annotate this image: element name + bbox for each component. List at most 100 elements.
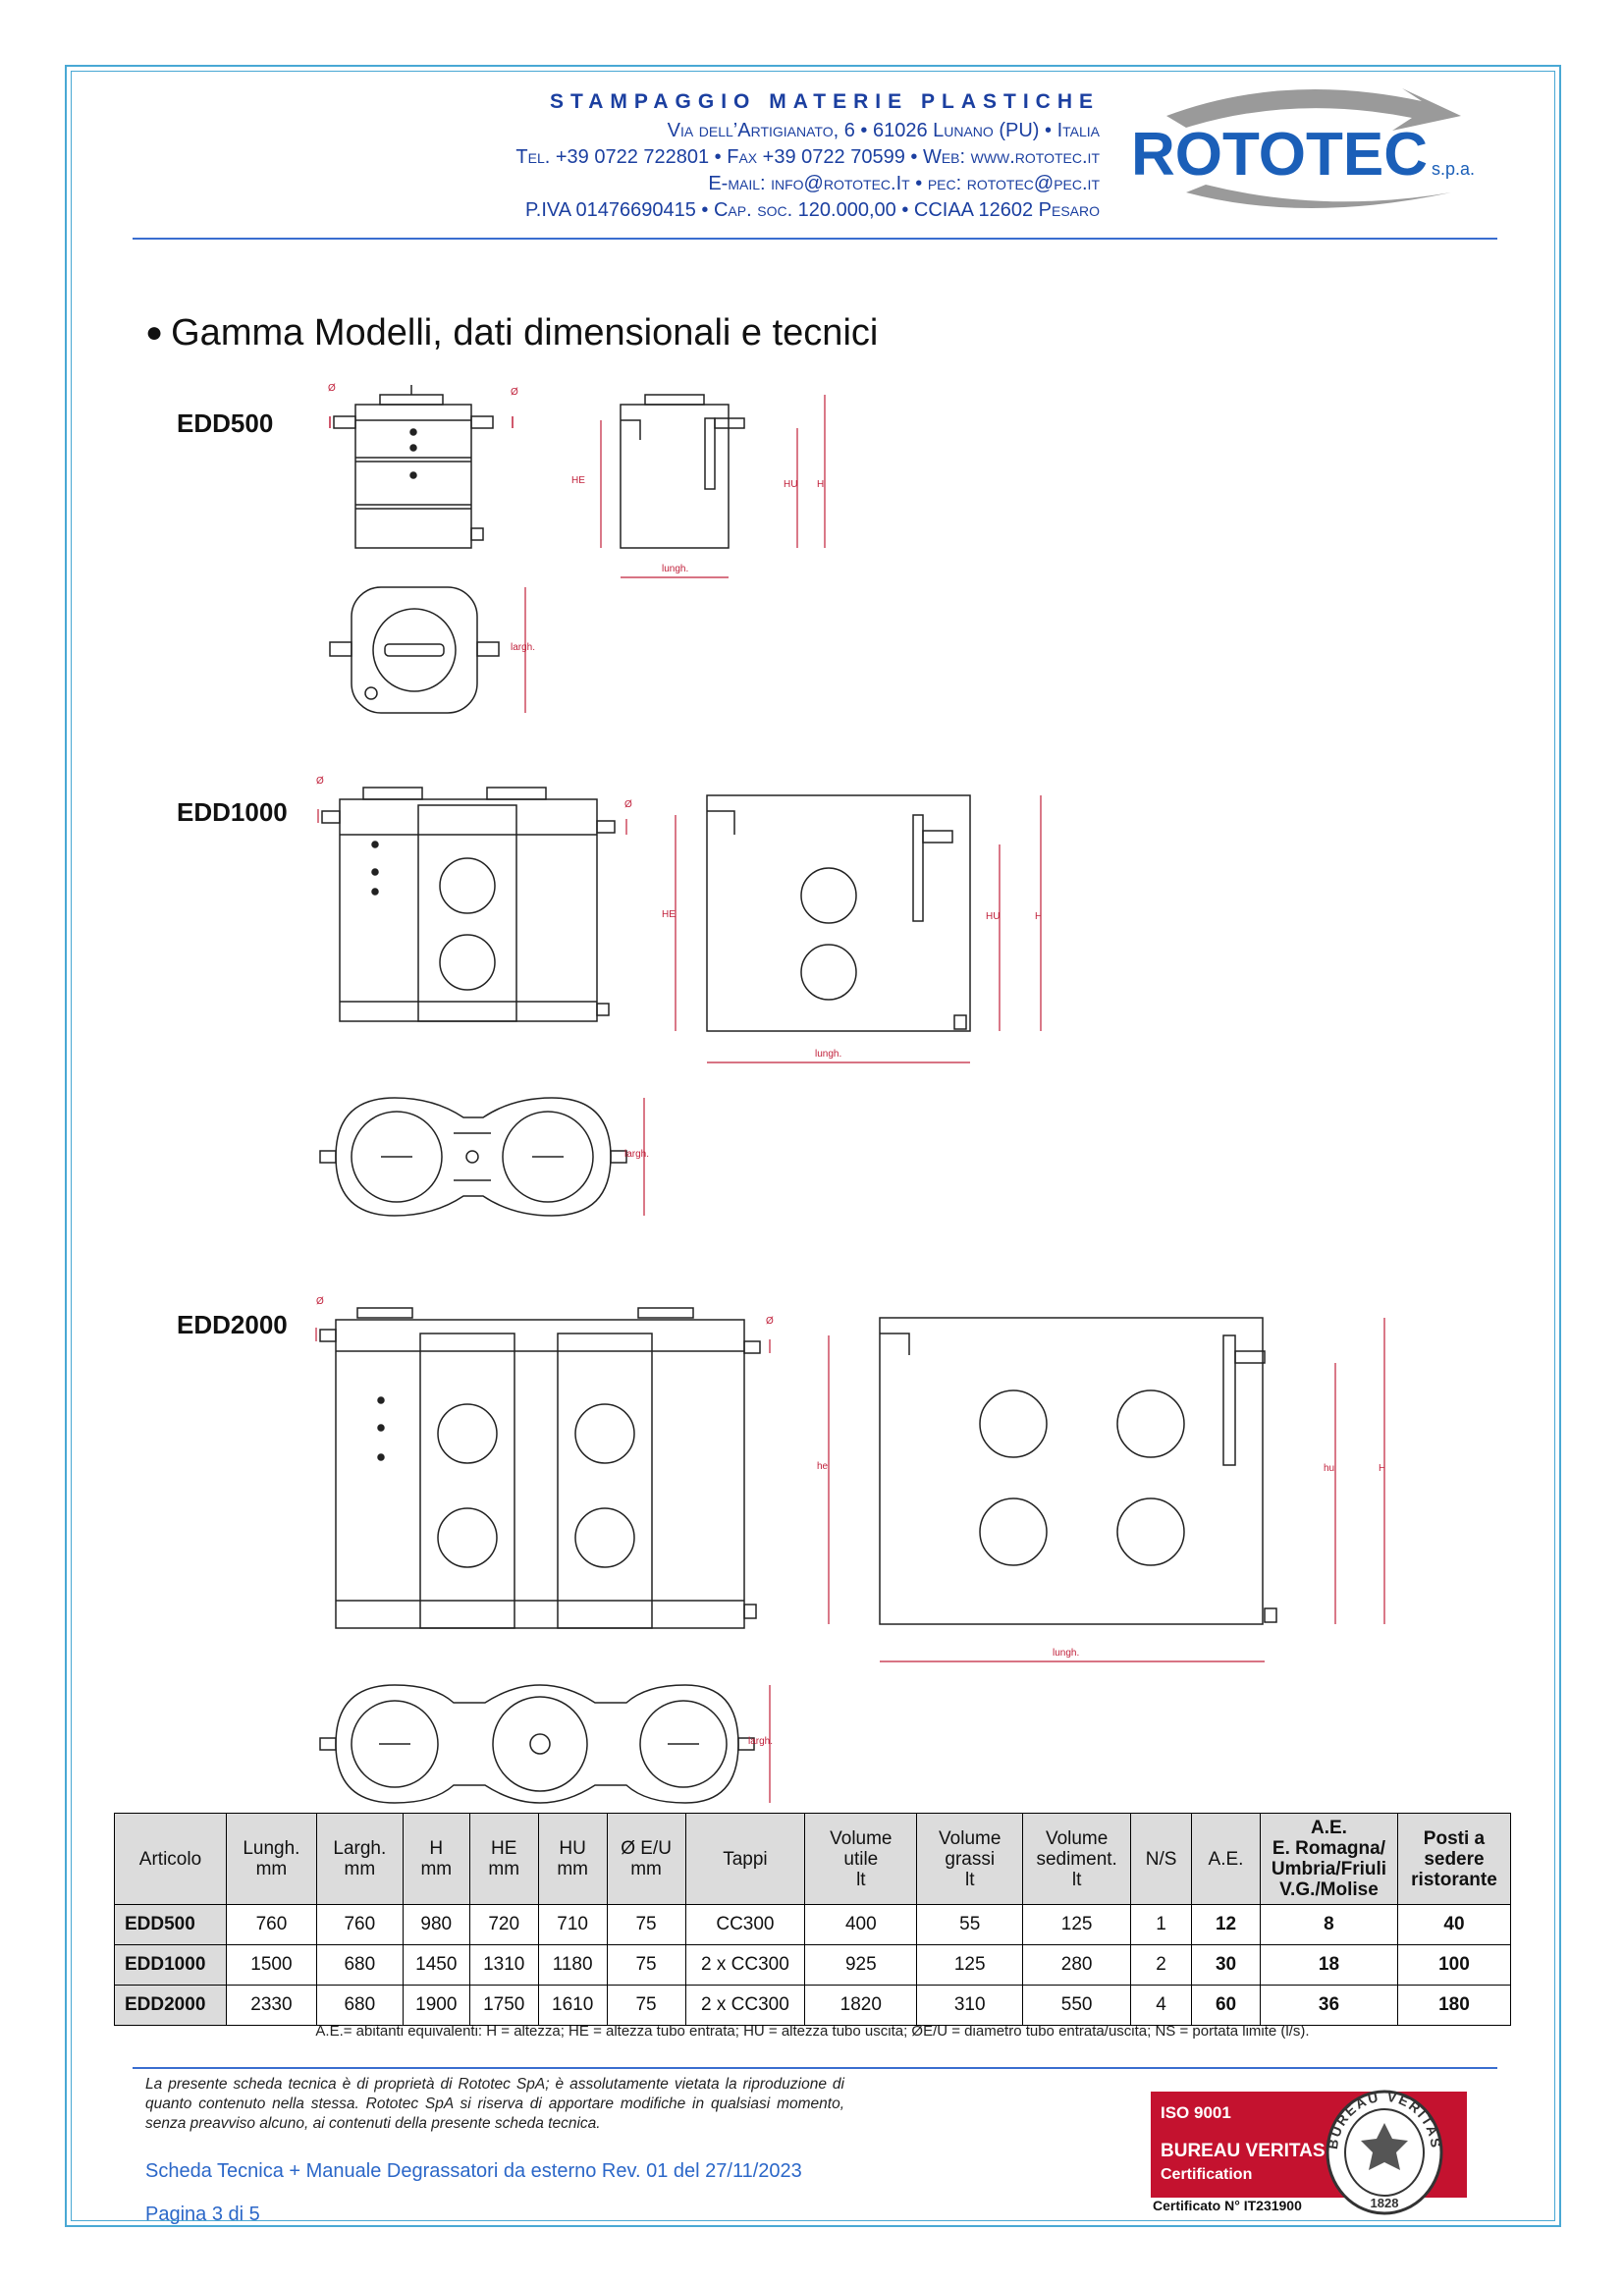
cell-he: 1310 [468, 1944, 539, 1986]
edd1000-phi-right-label: Ø [624, 799, 632, 810]
cell-posti-sedere: 180 [1396, 1985, 1512, 2026]
cell-lungh: 1500 [225, 1944, 317, 1986]
cell-posti-sedere: 40 [1396, 1904, 1512, 1945]
cell-ae: 12 [1191, 1904, 1261, 1945]
cell-ns: 1 [1130, 1904, 1193, 1945]
company-tagline: STAMPAGGIO MATERIE PLASTICHE [549, 90, 1100, 113]
company-header: STAMPAGGIO MATERIE PLASTICHE Via dell’Ar… [295, 90, 1100, 224]
cell-volume-utile: 925 [804, 1944, 918, 1986]
bureau-veritas-seal-icon: BUREAU VERITAS 1828 [1316, 2080, 1453, 2222]
edd2000-phi-right-label: Ø [766, 1316, 774, 1327]
edd2000-phi-left-label: Ø [316, 1296, 324, 1307]
company-contacts: Tel. +39 0722 722801 • Fax +39 0722 7059… [515, 146, 1100, 168]
header-divider [133, 238, 1497, 240]
cell-h: 980 [402, 1904, 470, 1945]
edd500-he-label: HE [571, 475, 585, 486]
edd500-h-label: H [817, 479, 825, 490]
cell-largh: 680 [315, 1985, 404, 2026]
page-number: Pagina 3 di 5 [145, 2204, 260, 2225]
cell-posti-sedere: 100 [1396, 1944, 1512, 1986]
cell-largh: 760 [315, 1904, 404, 1945]
cell-diameter: 75 [606, 1944, 686, 1986]
edd2000-h-label: H [1379, 1463, 1386, 1474]
cell-volume-sediment: 280 [1022, 1944, 1132, 1986]
cell-ns: 4 [1130, 1985, 1193, 2026]
edd2000-top-view: largh. [316, 1675, 787, 1813]
cell-tappi: 2 x CC300 [684, 1985, 806, 2026]
section-title: ●Gamma Modelli, dati dimensionali e tecn… [145, 312, 878, 354]
cell-articolo: EDD500 [114, 1904, 227, 1945]
header-ns: N/S [1130, 1813, 1193, 1905]
cell-he: 720 [468, 1904, 539, 1945]
edd500-phi-right-label: Ø [511, 387, 518, 398]
edd1000-lungh-label: lungh. [815, 1049, 842, 1060]
edd500-largh-label: largh. [511, 642, 536, 653]
document-reference: Scheda Tecnica + Manuale Degrassatori da… [145, 2160, 802, 2182]
cell-diameter: 75 [606, 1904, 686, 1945]
cell-h: 1450 [402, 1944, 470, 1986]
model-label-edd500: EDD500 [177, 408, 274, 438]
edd2000-side-view: he hu H lungh. [811, 1296, 1400, 1679]
table-row: EDD1000 1500 680 1450 1310 1180 75 2 x C… [114, 1944, 1512, 1986]
edd500-phi-left-label: Ø [328, 383, 336, 394]
cell-largh: 680 [315, 1944, 404, 1986]
header-largh: Largh.mm [315, 1813, 404, 1905]
cell-hu: 1610 [537, 1985, 608, 2026]
cell-ae-regional: 8 [1259, 1904, 1398, 1945]
cell-he: 1750 [468, 1985, 539, 2026]
certification-badge: ISO 9001 BUREAU VERITAS Certification BU… [1151, 2089, 1475, 2217]
table-row: EDD500 760 760 980 720 710 75 CC300 400 … [114, 1904, 1512, 1945]
page-frame-inner [71, 71, 1555, 2221]
edd1000-h-label: H [1035, 911, 1043, 922]
header-tappi: Tappi [684, 1813, 806, 1905]
header-articolo: Articolo [114, 1813, 227, 1905]
edd2000-largh-label: largh. [748, 1736, 774, 1747]
company-address: Via dell’Artigianato, 6 • 61026 Lunano (… [667, 120, 1100, 141]
company-info: P.IVA 01476690415 • Cap. soc. 120.000,00… [525, 199, 1100, 221]
edd2000-lungh-label: lungh. [1053, 1648, 1080, 1659]
section-title-text: Gamma Modelli, dati dimensionali e tecni… [171, 312, 879, 354]
header-ae: A.E. [1191, 1813, 1261, 1905]
edd500-lungh-label: lungh. [662, 564, 689, 574]
cell-ae-regional: 36 [1259, 1985, 1398, 2026]
model-label-edd1000: EDD1000 [177, 797, 288, 827]
model-label-edd2000: EDD2000 [177, 1310, 288, 1339]
edd2000-hu-label: hu [1324, 1463, 1335, 1474]
edd1000-side-view: HE HU H lungh. [656, 786, 1068, 1080]
logo-suffix: s.p.a. [1432, 159, 1475, 179]
cell-ns: 2 [1130, 1944, 1193, 1986]
cell-lungh: 2330 [225, 1985, 317, 2026]
footer-divider [133, 2067, 1497, 2069]
cell-ae: 60 [1191, 1985, 1261, 2026]
cell-volume-utile: 1820 [804, 1985, 918, 2026]
svg-text:1828: 1828 [1371, 2196, 1399, 2210]
certificate-number: Certificato N° IT231900 [1153, 2198, 1302, 2213]
iso-label: ISO 9001 [1161, 2103, 1231, 2122]
edd1000-largh-label: largh. [624, 1149, 650, 1160]
cell-volume-grassi: 125 [916, 1944, 1024, 1986]
header-lungh: Lungh.mm [225, 1813, 317, 1905]
cell-ae-regional: 18 [1259, 1944, 1398, 1986]
certification-label: Certification [1161, 2166, 1253, 2183]
edd1000-front-view: Ø Ø [312, 776, 656, 1031]
cell-volume-grassi: 310 [916, 1985, 1024, 2026]
edd500-front-view: Ø Ø [316, 381, 532, 558]
cell-hu: 710 [537, 1904, 608, 1945]
cell-volume-sediment: 125 [1022, 1904, 1132, 1945]
cell-lungh: 760 [225, 1904, 317, 1945]
edd1000-he-label: HE [662, 909, 676, 920]
bureau-veritas-label: BUREAU VERITAS [1161, 2141, 1326, 2161]
bullet-icon: ● [145, 316, 164, 349]
table-legend: A.E.= abitanti equivalenti: H = altezza;… [315, 2023, 1310, 2040]
cell-ae: 30 [1191, 1944, 1261, 1986]
edd1000-hu-label: HU [986, 911, 1001, 922]
edd2000-front-view: Ø Ø [312, 1294, 784, 1638]
edd500-hu-label: HU [784, 479, 798, 490]
cell-diameter: 75 [606, 1985, 686, 2026]
